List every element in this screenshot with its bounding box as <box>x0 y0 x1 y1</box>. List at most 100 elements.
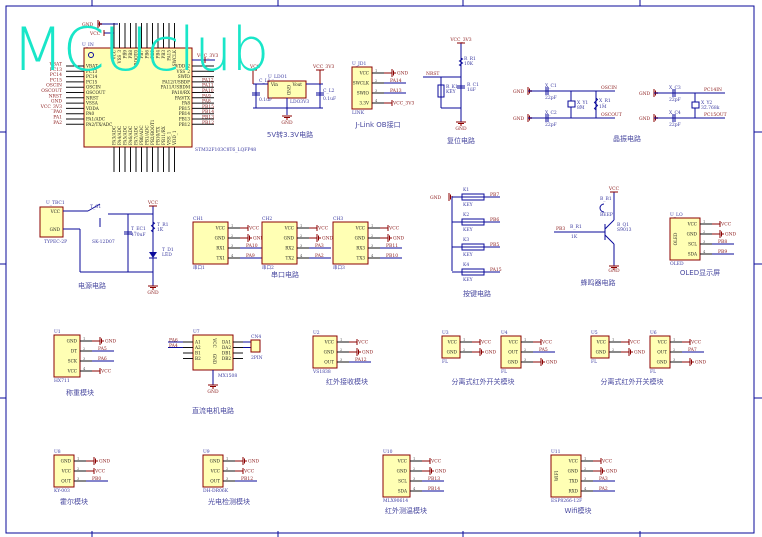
mcu-pin-name: PB13 <box>179 117 191 122</box>
transistor-ref: B_Q1 <box>617 222 629 228</box>
module-u2-body <box>312 335 338 369</box>
pin-number: 2 <box>703 230 705 234</box>
cap-value: 0.1uF <box>259 97 272 103</box>
pin-name: VCC <box>568 459 578 464</box>
mcu-pin-name: SWCLK <box>172 49 177 66</box>
mcu-body <box>83 47 193 148</box>
mcu-net-label: PA10 <box>202 88 214 94</box>
net-label: PA6 <box>98 356 107 362</box>
wire <box>604 234 615 245</box>
pin-name: VCC <box>355 226 365 231</box>
mcu-pin-name: VSS_3 <box>117 50 122 65</box>
net-label-vcc: VCC_3V3 <box>449 37 471 43</box>
net-label-gnd: GND <box>248 459 260 465</box>
net-label-vcc: VCC <box>480 340 492 346</box>
connector-ref: U_TBC1 <box>46 200 65 206</box>
module-u_lo-body <box>669 217 701 261</box>
mcu-net-label: GND <box>51 99 63 105</box>
key-value: KEY <box>463 227 474 233</box>
net-label-vcc: VCC_3V3 <box>392 101 414 107</box>
mcu-net-label: VBAT <box>48 62 62 68</box>
pin-number: 2 <box>300 234 302 238</box>
pin-number: 1 <box>375 69 377 73</box>
net-label-vcc: VCC <box>608 186 620 192</box>
mcu-pin-name: VBAT <box>85 64 98 69</box>
sheet-border <box>5 5 755 534</box>
pin-number: 3 <box>375 89 378 93</box>
pin-name: VCC <box>508 340 518 345</box>
ldo-part: LDO3V3 <box>290 99 309 105</box>
pin-name: SWIO <box>357 91 370 96</box>
pin-name: SCL <box>398 479 407 484</box>
pin-number: 2 <box>231 234 233 238</box>
resistor-icon <box>458 57 464 67</box>
pin-name: GND <box>67 339 78 344</box>
net-label-vcc: VCC <box>388 226 400 232</box>
pin-name: VCC <box>284 226 294 231</box>
caption-ldo: 5V转3.3V电路 <box>267 130 313 139</box>
cap-ref: X_C3 <box>669 85 681 91</box>
pin-name: OUT <box>61 479 71 484</box>
resistor-value: 1K <box>157 227 164 233</box>
module-ref: U9 <box>203 449 210 455</box>
net-label-gnd: GND <box>513 89 525 95</box>
crystal-value: 8M <box>577 105 585 111</box>
pin-number: 2 <box>371 234 373 238</box>
pin-name: RX2 <box>285 246 294 251</box>
net-label-vcc: VCC <box>100 369 112 375</box>
mcu-pin-name: PB6 <box>145 50 150 59</box>
net-label: PB10 <box>386 253 398 259</box>
pin-number: 1 <box>673 338 675 342</box>
caption-oled: OLED显示屏 <box>680 269 720 277</box>
pin-number: 2 <box>524 348 526 352</box>
net-label-gnd: GND <box>485 350 497 356</box>
pin-name: GND <box>657 360 668 365</box>
cap-ref: X_C1 <box>545 83 557 89</box>
resistor-ref: B_R1 <box>570 224 582 230</box>
switch-value: KEY <box>446 89 457 95</box>
mcu-pin-name: VDD_1 <box>172 130 177 146</box>
key-net-label: PB6 <box>490 217 499 223</box>
cap-value: 1uF <box>467 87 476 93</box>
pin-number: 3 <box>673 358 676 362</box>
mcu-pin-name: OSCOUT <box>86 90 105 95</box>
net-label: PC15OUT <box>704 112 727 118</box>
mcu-pin-name: PA15 <box>167 50 172 61</box>
net-label-vcc: VCC <box>720 222 732 228</box>
pin-name: SWCLK <box>353 81 370 86</box>
module-ref: U11 <box>551 449 561 455</box>
net-label: PC14IN <box>704 87 722 93</box>
mcu-pin-name: PA9/TX <box>175 95 190 100</box>
module-ref: U4 <box>501 330 508 336</box>
net-label: PA10 <box>246 243 258 249</box>
mcu-net-label: PC14 <box>50 72 62 78</box>
pin1-marker <box>88 52 94 58</box>
pin-number: 2 <box>673 348 675 352</box>
net-label-gnd: GND <box>546 360 558 366</box>
mcu-pin-name: PB14 <box>179 111 191 116</box>
module-ref: U5 <box>591 330 598 336</box>
module-u10-body <box>382 454 411 498</box>
led-icon <box>149 252 157 258</box>
resistor-icon <box>593 97 599 111</box>
pin-name: VCC <box>596 340 606 345</box>
net-label-gnd: GND <box>322 236 334 242</box>
net-label-vcc: VCC <box>690 340 702 346</box>
module-part: FL <box>591 359 597 365</box>
motor-driver-ref: U7 <box>193 329 200 335</box>
switch-part: SK-12D07 <box>92 239 115 245</box>
key-ref: K1 <box>463 187 469 193</box>
cap-ref: R_C1 <box>467 82 479 88</box>
pin-name: GND <box>324 350 335 355</box>
mcu-net-label: OSCOUT <box>41 88 62 94</box>
mcu-net-label: PA11 <box>202 83 214 89</box>
pin-number: 1 <box>524 338 526 342</box>
pin-name: DA1 <box>222 340 231 345</box>
mcu-net-label: PB12 <box>202 120 214 126</box>
net-label-vcc: VCC <box>430 459 442 465</box>
net-label-gnd: GND <box>695 360 707 366</box>
net-label: PB14 <box>428 486 440 492</box>
module-u11-body <box>550 454 582 498</box>
mcu-pin-name: PA6/ADC <box>128 126 133 145</box>
caption-uart: 串口电路 <box>271 270 299 279</box>
